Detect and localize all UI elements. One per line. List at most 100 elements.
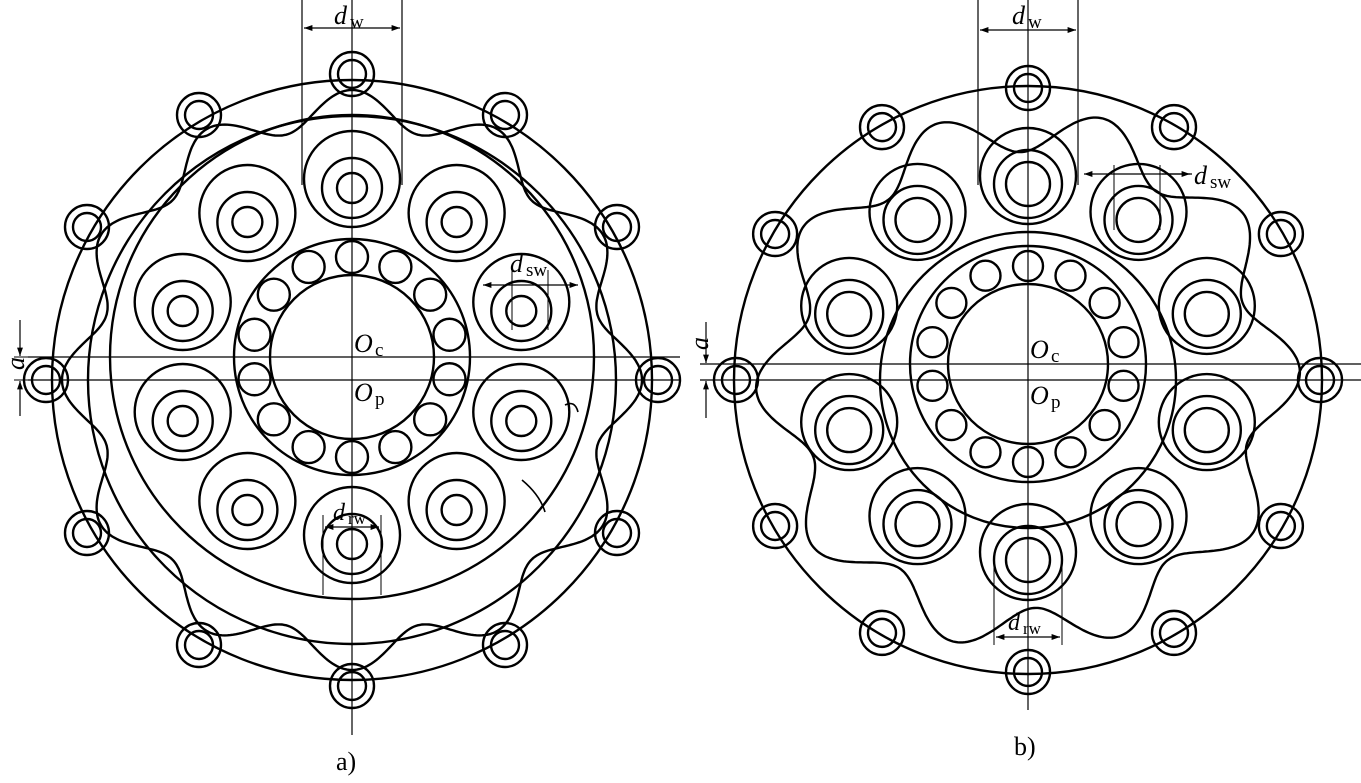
roller	[412, 277, 448, 312]
pin-sleeve	[882, 184, 953, 256]
dw-sub-a: w	[350, 12, 364, 33]
bolt-hole-inner	[759, 218, 791, 250]
pin	[231, 493, 264, 527]
pin-hole	[1089, 162, 1188, 262]
pin-hole	[133, 252, 232, 352]
bolt-hole-inner	[1012, 72, 1044, 104]
pin-sleeve	[151, 279, 214, 343]
roller-ring-outer	[908, 244, 1148, 484]
caption-a: a)	[336, 747, 356, 776]
roller-group	[916, 249, 1140, 479]
bolt-hole-outer	[175, 621, 223, 669]
roller	[432, 317, 467, 352]
pin-hole-group	[800, 126, 1256, 602]
pin-sleeve	[320, 512, 384, 576]
dsw-label-b: d	[1194, 161, 1208, 190]
pin-sleeve	[425, 190, 488, 254]
bolt-hole-outer	[1004, 648, 1052, 696]
pin-hole	[302, 485, 402, 585]
pin-hole	[1089, 466, 1188, 566]
roller	[378, 429, 413, 465]
pin-sleeve	[814, 278, 885, 350]
roller	[969, 259, 1002, 292]
drw-sub-a: rw	[348, 509, 367, 528]
roller	[334, 239, 370, 275]
roller	[1011, 445, 1045, 479]
roller	[1088, 286, 1121, 320]
pin	[1004, 536, 1052, 584]
pin	[1183, 406, 1230, 454]
pin-hole	[472, 252, 571, 352]
dsw-sub-a: sw	[526, 260, 547, 281]
bolt-hole-inner	[1265, 510, 1297, 542]
pin-hole	[472, 362, 571, 462]
op-sub-b: p	[1051, 392, 1061, 413]
pin-sleeve	[882, 488, 953, 560]
roller	[969, 436, 1002, 469]
bolt-hole-outer	[751, 502, 799, 550]
pin	[231, 205, 264, 239]
drw-label-a: d	[333, 500, 346, 526]
pin-hole	[978, 126, 1078, 226]
bolt-hole-outer	[1150, 103, 1198, 151]
pin-hole	[302, 129, 402, 229]
oc-label-b: O	[1030, 335, 1049, 364]
drw-sub-b: rw	[1023, 619, 1042, 638]
bolt-hole-outer	[1150, 609, 1198, 657]
bolt-hole-inner	[489, 99, 521, 131]
a-label-a: a	[1, 357, 30, 370]
inner-circle-large	[878, 230, 1178, 530]
pin	[894, 500, 941, 548]
pin	[335, 171, 369, 205]
bolt-hole-inner	[336, 58, 368, 90]
dw-sub-b: w	[1028, 12, 1042, 33]
roller	[291, 249, 326, 285]
roller-ring-outer	[232, 237, 472, 477]
pin-sleeve	[151, 389, 214, 453]
bolt-hole-group	[712, 64, 1344, 696]
op-sub-a: p	[375, 389, 385, 410]
roller	[378, 249, 413, 285]
bolt-hole-inner	[1304, 364, 1336, 396]
bolt-hole-inner	[183, 629, 215, 661]
pin-hole	[133, 362, 232, 462]
pin	[1115, 196, 1162, 244]
bolt-hole-outer	[593, 203, 641, 251]
pin	[166, 404, 199, 438]
oc-sub-a: c	[375, 340, 383, 361]
pin	[826, 406, 873, 454]
pin-sleeve	[425, 478, 488, 542]
pin-sleeve	[490, 389, 553, 453]
pin-hole	[978, 502, 1078, 602]
pin	[505, 404, 538, 438]
pin	[894, 196, 941, 244]
bolt-hole-inner	[489, 629, 521, 661]
pin	[440, 205, 473, 239]
rotation-arc-2	[564, 402, 579, 413]
bolt-hole-outer	[328, 50, 376, 98]
housing-outer-circle	[732, 84, 1324, 676]
shaft-circle	[946, 282, 1110, 446]
bolt-hole-outer	[63, 203, 111, 251]
dsw-sub-b: sw	[1210, 172, 1231, 193]
bolt-hole-outer	[751, 210, 799, 258]
bolt-hole-inner	[336, 670, 368, 702]
pin	[505, 294, 538, 328]
bolt-hole-inner	[183, 99, 215, 131]
pin-sleeve	[992, 148, 1064, 220]
pin-sleeve	[490, 279, 553, 343]
pin-sleeve	[1103, 184, 1174, 256]
cycloid-profile	[60, 88, 644, 672]
pin-sleeve	[814, 394, 885, 466]
bolt-hole-outer	[328, 662, 376, 710]
bolt-hole-inner	[71, 517, 103, 549]
bolt-hole-inner	[1158, 111, 1190, 143]
roller-group	[237, 239, 467, 475]
pin	[166, 294, 199, 328]
bolt-hole-group	[22, 50, 682, 710]
figure-a	[14, 0, 682, 735]
bolt-hole-inner	[866, 111, 898, 143]
roller	[256, 277, 292, 312]
